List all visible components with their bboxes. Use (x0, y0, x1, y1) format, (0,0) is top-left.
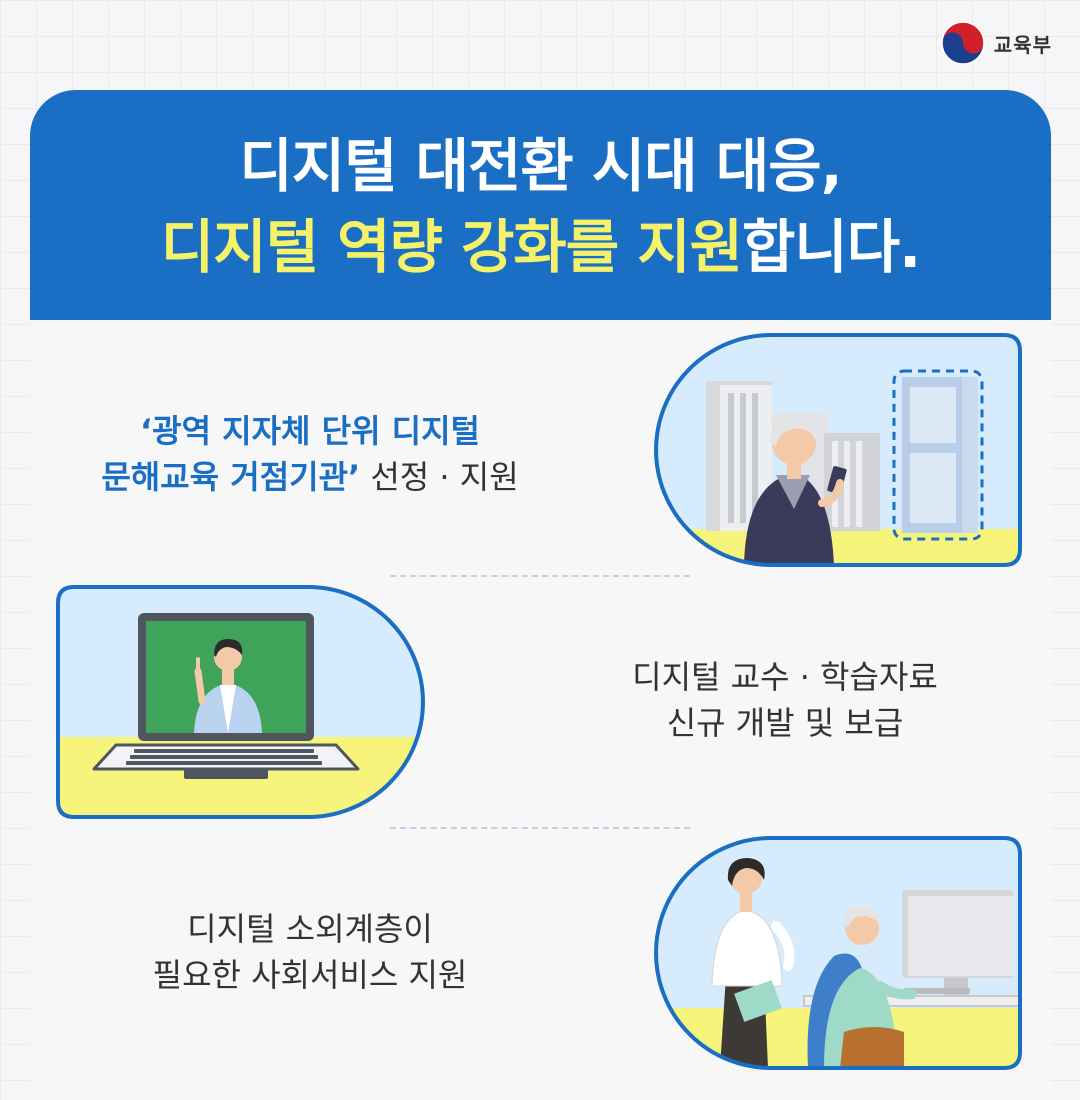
ministry-name: 교육부 (993, 32, 1052, 57)
item-2-line2: 신규 개발 및 보급 (666, 704, 904, 742)
senior-computer-help-illustration (654, 836, 1022, 1070)
item-3-line1: 디지털 소외계층이 (187, 910, 433, 948)
item-1-text: ‘광역 지자체 단위 디지털 문해교육 거점기관’ 선정 · 지원 (70, 408, 550, 500)
headline-rest: 합니다. (742, 213, 921, 281)
divider-1 (390, 575, 690, 577)
divider-2 (390, 827, 690, 829)
headline-line2: 디지털 역량 강화를 지원합니다. (30, 204, 1051, 290)
item-1-rest: 선정 · 지원 (360, 458, 519, 496)
item-1-line2: 문해교육 거점기관’ 선정 · 지원 (70, 454, 550, 500)
item-1-highlight-line1: ‘광역 지자체 단위 디지털 (140, 412, 480, 450)
item-3-text: 디지털 소외계층이 필요한 사회서비스 지원 (70, 906, 550, 998)
laptop-teacher-illustration (56, 585, 425, 819)
headline-highlight: 디지털 역량 강화를 지원 (160, 213, 743, 281)
item-2-line1: 디지털 교수 · 학습자료 (632, 658, 938, 696)
city-woman-tablet-illustration (654, 333, 1022, 567)
ministry-logo: 교육부 (940, 20, 1052, 66)
taegeuk-emblem-icon (941, 21, 985, 65)
headline-line1: 디지털 대전환 시대 대응, (239, 132, 842, 200)
item-2-text: 디지털 교수 · 학습자료 신규 개발 및 보급 (570, 654, 1000, 746)
main-card: 디지털 대전환 시대 대응, 디지털 역량 강화를 지원합니다. ‘광역 지자체… (30, 90, 1051, 1100)
item-1-highlight-line2: 문해교육 거점기관’ (101, 458, 361, 496)
header-banner: 디지털 대전환 시대 대응, 디지털 역량 강화를 지원합니다. (30, 90, 1051, 320)
item-3-line2: 필요한 사회서비스 지원 (152, 956, 468, 994)
